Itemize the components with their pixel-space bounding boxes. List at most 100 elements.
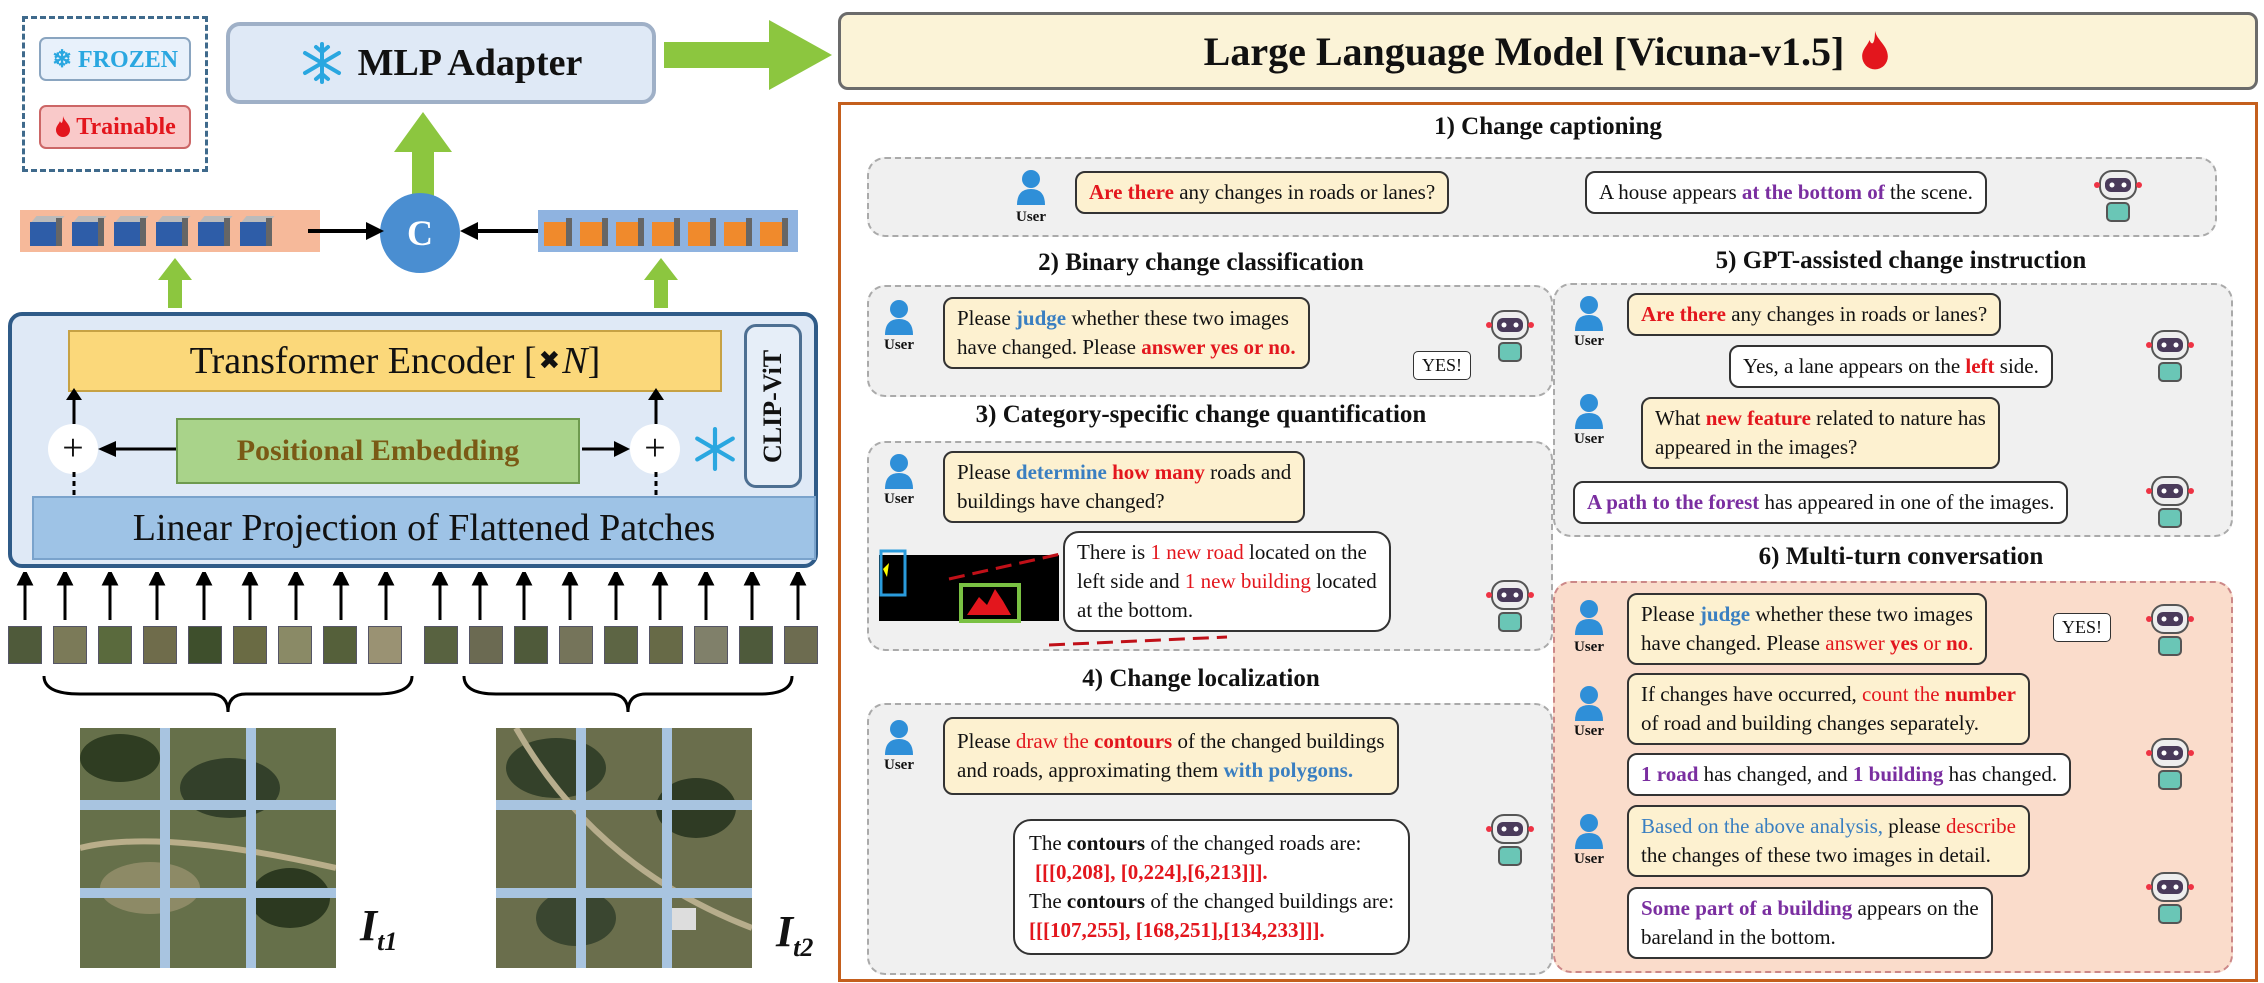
user-label: User: [884, 757, 914, 773]
robot-icon: [2146, 476, 2194, 528]
image-patch: [233, 626, 267, 664]
image-t2: [496, 728, 752, 968]
add-node-right: +: [630, 424, 680, 474]
snowflake-icon: [302, 42, 341, 84]
image-patch: [188, 626, 222, 664]
image-patch: [8, 626, 42, 664]
token-cube: [198, 216, 233, 246]
positional-embedding: Positional Embedding: [176, 418, 580, 484]
robot-icon: [1486, 580, 1534, 632]
n-symbol: N: [562, 340, 588, 382]
clip-vit-encoder: Transformer Encoder [ ✖ N ] CLIP-ViT Pos…: [8, 312, 818, 568]
token-cube: [72, 216, 107, 246]
user-icon: [885, 454, 913, 489]
brace-t2: [462, 675, 794, 713]
clip-vit-label: CLIP-ViT: [744, 324, 802, 488]
token-cube: [652, 216, 682, 246]
arrow-up-icon: [66, 388, 82, 424]
brace-t1: [42, 675, 414, 713]
arrow-right-icon: [308, 222, 384, 240]
image-t1: [80, 728, 336, 968]
linear-projection: Linear Projection of Flattened Patches: [32, 496, 816, 560]
tasks-panel: 1) Change captioning User Are there any …: [838, 102, 2258, 982]
section-change-localization: User Please draw the contours of the cha…: [867, 703, 1553, 975]
image-t1-label: It1: [360, 901, 398, 956]
image-patch: [278, 626, 312, 664]
image-patch: [368, 626, 402, 664]
image-patch: [323, 626, 357, 664]
fire-icon: [1862, 30, 1889, 70]
user-icon: [1575, 814, 1603, 849]
section-title: 6) Multi-turn conversation: [1758, 543, 2044, 570]
arrow-up-icon: [648, 388, 664, 424]
section-title: 3) Category-specific change quantificati…: [975, 401, 1427, 428]
yes-bubble: YES!: [2053, 613, 2111, 642]
section-title: 5) GPT-assisted change instruction: [1715, 247, 2087, 274]
transformer-label: Transformer Encoder [: [189, 340, 537, 382]
robot-icon: [2146, 330, 2194, 382]
image-patch: [143, 626, 177, 664]
add-node-left: +: [48, 424, 98, 474]
dashed-connector: [654, 472, 658, 498]
mlp-adapter: MLP Adapter: [226, 22, 656, 104]
answer-bubble: The contours of the changed roads are: […: [1013, 819, 1411, 955]
arrow-to-llm-icon: [664, 20, 832, 90]
section-title: 1) Change captioning: [1434, 113, 1662, 140]
section-title: 2) Binary change classification: [1038, 249, 1364, 276]
token-cube: [156, 216, 191, 246]
question-bubble: Please judge whether these two images ha…: [1627, 593, 1988, 665]
question-bubble: Are there any changes in roads or lanes?: [1627, 293, 2002, 336]
token-cube: [30, 216, 65, 246]
section-change-captioning: User Are there any changes in roads or l…: [867, 157, 2217, 237]
image-t2-label: It2: [776, 907, 814, 962]
robot-icon: [2146, 872, 2194, 924]
answer-bubble: Some part of a building appears on the b…: [1627, 887, 1993, 959]
trainable-label: Trainable: [76, 113, 176, 140]
image-patch: [559, 626, 593, 664]
token-cube: [580, 216, 610, 246]
patches-t1: [8, 626, 408, 666]
answer-bubble: A house appears at the bottom of the sce…: [1585, 171, 1987, 214]
token-cube: [688, 216, 718, 246]
question-bubble: If changes have occurred, count the numb…: [1627, 673, 2030, 745]
question-bubble: Please determine how many roads and buil…: [943, 451, 1306, 523]
answer-bubble: 1 road has changed, and 1 building has c…: [1627, 753, 2072, 796]
user-label: User: [1574, 431, 1604, 447]
dashed-connector: [72, 472, 76, 498]
token-cube: [724, 216, 754, 246]
image-patch: [53, 626, 87, 664]
concat-node: C: [380, 193, 460, 273]
answer-bubble: There is 1 new road located on the left …: [1063, 531, 1391, 632]
arrow-to-mlp-icon: [394, 112, 452, 196]
image-patch: [739, 626, 773, 664]
user-label: User: [1574, 639, 1604, 655]
user-icon: [1575, 296, 1603, 331]
user-icon: [1017, 170, 1045, 205]
yes-bubble: YES!: [1413, 351, 1471, 380]
arrow-right-icon: [582, 441, 630, 457]
image-patch: [98, 626, 132, 664]
user-label: User: [1574, 333, 1604, 349]
image-patch: [649, 626, 683, 664]
section-binary-classification: User Please judge whether these two imag…: [867, 285, 1553, 397]
token-cube: [616, 216, 646, 246]
transformer-encoder: Transformer Encoder [ ✖ N ]: [68, 330, 722, 392]
section-change-quantification: User Please determine how many roads and…: [867, 441, 1553, 651]
image-patch: [424, 626, 458, 664]
answer-bubble: Yes, a lane appears on the left side.: [1729, 345, 2053, 388]
arrow-left-icon: [460, 222, 538, 240]
arrow-left-icon: [98, 441, 176, 457]
user-icon: [885, 720, 913, 755]
section-title: 4) Change localization: [1082, 665, 1320, 692]
trainable-legend: Trainable: [39, 105, 191, 149]
patch-arrows: [16, 572, 807, 620]
user-label: User: [884, 491, 914, 507]
dashed-connector: [1049, 635, 1228, 647]
user-icon: [1575, 600, 1603, 635]
fire-icon: [56, 116, 71, 137]
user-icon: [1575, 394, 1603, 429]
token-cube: [544, 216, 574, 246]
robot-icon: [1486, 310, 1534, 362]
token-cube: [760, 216, 790, 246]
image-patch: [604, 626, 638, 664]
